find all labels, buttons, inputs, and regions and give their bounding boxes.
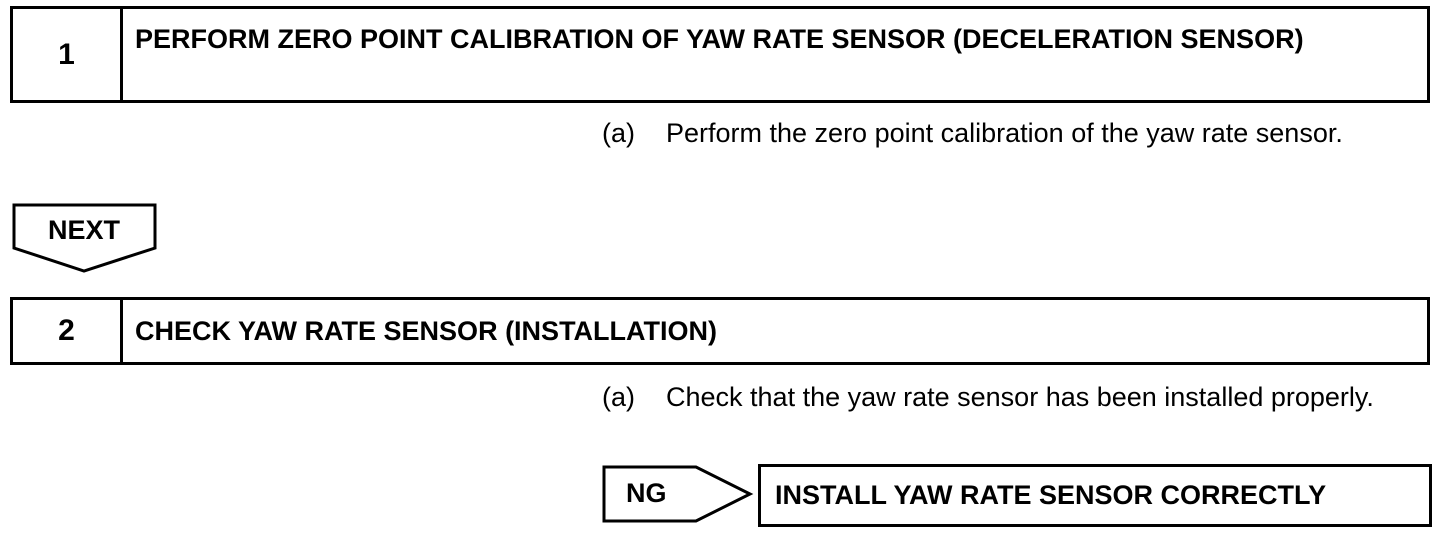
step-1-substep-a: (a) Perform the zero point calibration o… <box>602 114 1406 152</box>
step-number: 1 <box>13 9 123 100</box>
substep-text: Perform the zero point calibration of th… <box>666 118 1343 148</box>
next-label: NEXT <box>47 215 120 245</box>
step-title: CHECK YAW RATE SENSOR (INSTALLATION) <box>135 316 718 346</box>
next-arrow-shape <box>12 203 157 273</box>
ng-result-text: INSTALL YAW RATE SENSOR CORRECTLY <box>775 480 1327 510</box>
ng-arrow-shape <box>602 465 754 523</box>
ng-result-box: INSTALL YAW RATE SENSOR CORRECTLY <box>758 464 1432 527</box>
next-arrow-marker: NEXT <box>12 203 158 273</box>
substep-label: (a) <box>602 118 635 148</box>
step-2-header: 2 CHECK YAW RATE SENSOR (INSTALLATION) <box>10 297 1430 365</box>
substep-text: Check that the yaw rate sensor has been … <box>666 382 1374 412</box>
ng-arrow-marker: NG <box>602 464 754 524</box>
step-2-substep-a: (a) Check that the yaw rate sensor has b… <box>602 378 1406 416</box>
ng-label: NG <box>626 478 667 508</box>
step-number: 2 <box>13 300 123 362</box>
step-1-header: 1 PERFORM ZERO POINT CALIBRATION OF YAW … <box>10 6 1430 103</box>
step-title: PERFORM ZERO POINT CALIBRATION OF YAW RA… <box>135 24 1304 54</box>
substep-label: (a) <box>602 382 635 412</box>
